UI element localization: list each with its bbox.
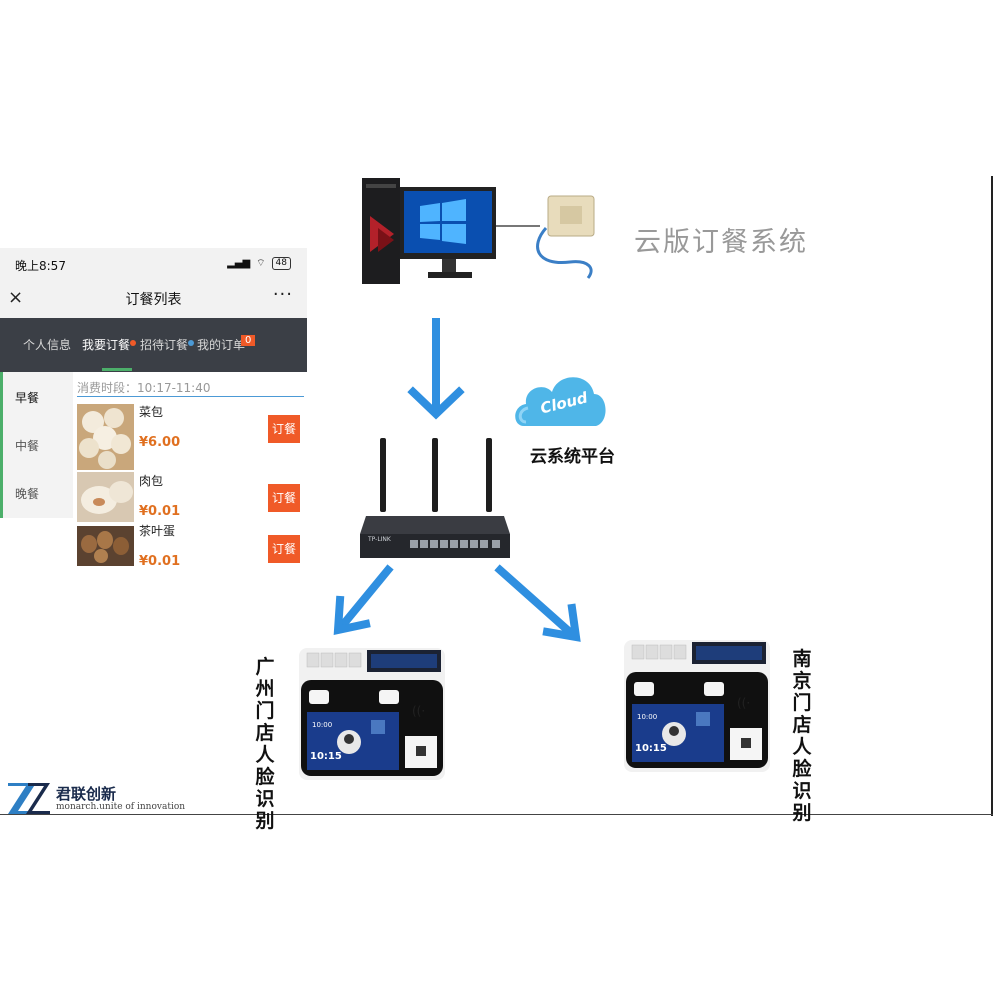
terminal-time-small: 10:00 — [637, 713, 658, 721]
more-icon[interactable]: ··· — [272, 284, 293, 305]
food-price: ¥0.01 — [139, 504, 181, 519]
order-count-badge: 0 — [241, 335, 256, 346]
sidebar-item-lunch[interactable]: 中餐 — [15, 439, 40, 453]
signal-icon: ▂▄▆ — [227, 258, 251, 269]
arrow-down-head — [407, 386, 465, 420]
nfc-icon: ((· — [737, 696, 751, 710]
nfc-icon: ((· — [412, 704, 426, 718]
active-tab-indicator — [102, 368, 132, 371]
system-label: 云版订餐系统 — [634, 227, 808, 258]
sidebar-item-dinner[interactable]: 晚餐 — [15, 487, 40, 501]
status-icons: ▂▄▆ ⌔ 48 — [227, 257, 291, 270]
tab-reception-order[interactable]: 招待订餐 — [140, 338, 189, 352]
nanjing-store-label: 南京门店人脸识别 — [792, 648, 812, 824]
cloud-platform-label: 云系统平台 — [530, 447, 615, 467]
face-terminal-nanjing — [624, 640, 770, 772]
arrow-left-head — [333, 595, 371, 636]
status-time: 晚上8:57 — [15, 259, 66, 273]
company-logo-icon — [8, 783, 50, 814]
tab-personal-info[interactable]: 个人信息 — [23, 338, 72, 352]
tab-order-meal[interactable]: 我要订餐 — [82, 338, 131, 352]
food-image-tea-egg — [77, 526, 134, 566]
battery-icon: 48 — [271, 257, 291, 270]
food-price: ¥6.00 — [139, 435, 181, 450]
tab-my-orders[interactable]: 我的订单 — [197, 338, 246, 352]
phone-screenshot: 晚上8:57 ▂▄▆ ⌔ 48 × 订餐列表 ··· 个人信息 我要订餐 招待订… — [0, 248, 307, 578]
order-button[interactable]: 订餐 — [268, 484, 300, 512]
page-title: 订餐列表 — [125, 292, 182, 308]
period-divider — [77, 396, 304, 397]
face-terminal-guangzhou — [299, 648, 445, 780]
title-bar: × 订餐列表 ··· — [0, 280, 307, 318]
terminal-clock: 10:15 — [635, 743, 667, 754]
consumption-period: 消费时段：10:17-11:40 — [77, 381, 211, 395]
food-name: 茶叶蛋 — [139, 524, 176, 538]
food-image-meat-bun — [77, 472, 134, 522]
frame-border-bottom — [0, 814, 993, 815]
food-name: 菜包 — [139, 405, 164, 419]
arrow-left — [336, 564, 394, 632]
arrow-right-head — [542, 603, 581, 642]
order-button[interactable]: 订餐 — [268, 535, 300, 563]
pc-workstation-icon — [362, 178, 595, 284]
status-bar: 晚上8:57 ▂▄▆ ⌔ 48 — [0, 248, 307, 280]
cloud-icon — [515, 377, 606, 426]
tab-dot-blue — [188, 340, 194, 346]
router-icon — [360, 438, 510, 558]
terminal-clock: 10:15 — [310, 751, 342, 762]
order-button[interactable]: 订餐 — [268, 415, 300, 443]
terminal-time-small: 10:00 — [312, 721, 333, 729]
close-icon[interactable]: × — [8, 287, 24, 308]
sidebar-active-bar — [0, 372, 3, 518]
company-tagline: monarch.unite of innovation — [56, 802, 186, 812]
meal-sidebar — [0, 372, 73, 518]
company-name: 君联创新 — [56, 785, 117, 803]
food-price: ¥0.01 — [139, 554, 181, 569]
tab-dot-orange — [130, 340, 136, 346]
food-name: 肉包 — [139, 474, 164, 488]
router-brand: TP-LINK — [368, 536, 391, 543]
guangzhou-store-label: 广州门店人脸识别 — [255, 656, 275, 832]
arrow-right — [494, 564, 578, 640]
wifi-icon: ⌔ — [256, 258, 266, 269]
sidebar-item-breakfast[interactable]: 早餐 — [15, 391, 40, 405]
tab-bar: 个人信息 我要订餐 招待订餐 我的订单 0 — [0, 318, 307, 372]
frame-border-right — [991, 176, 993, 816]
food-image-vegetable-bun — [77, 404, 134, 470]
